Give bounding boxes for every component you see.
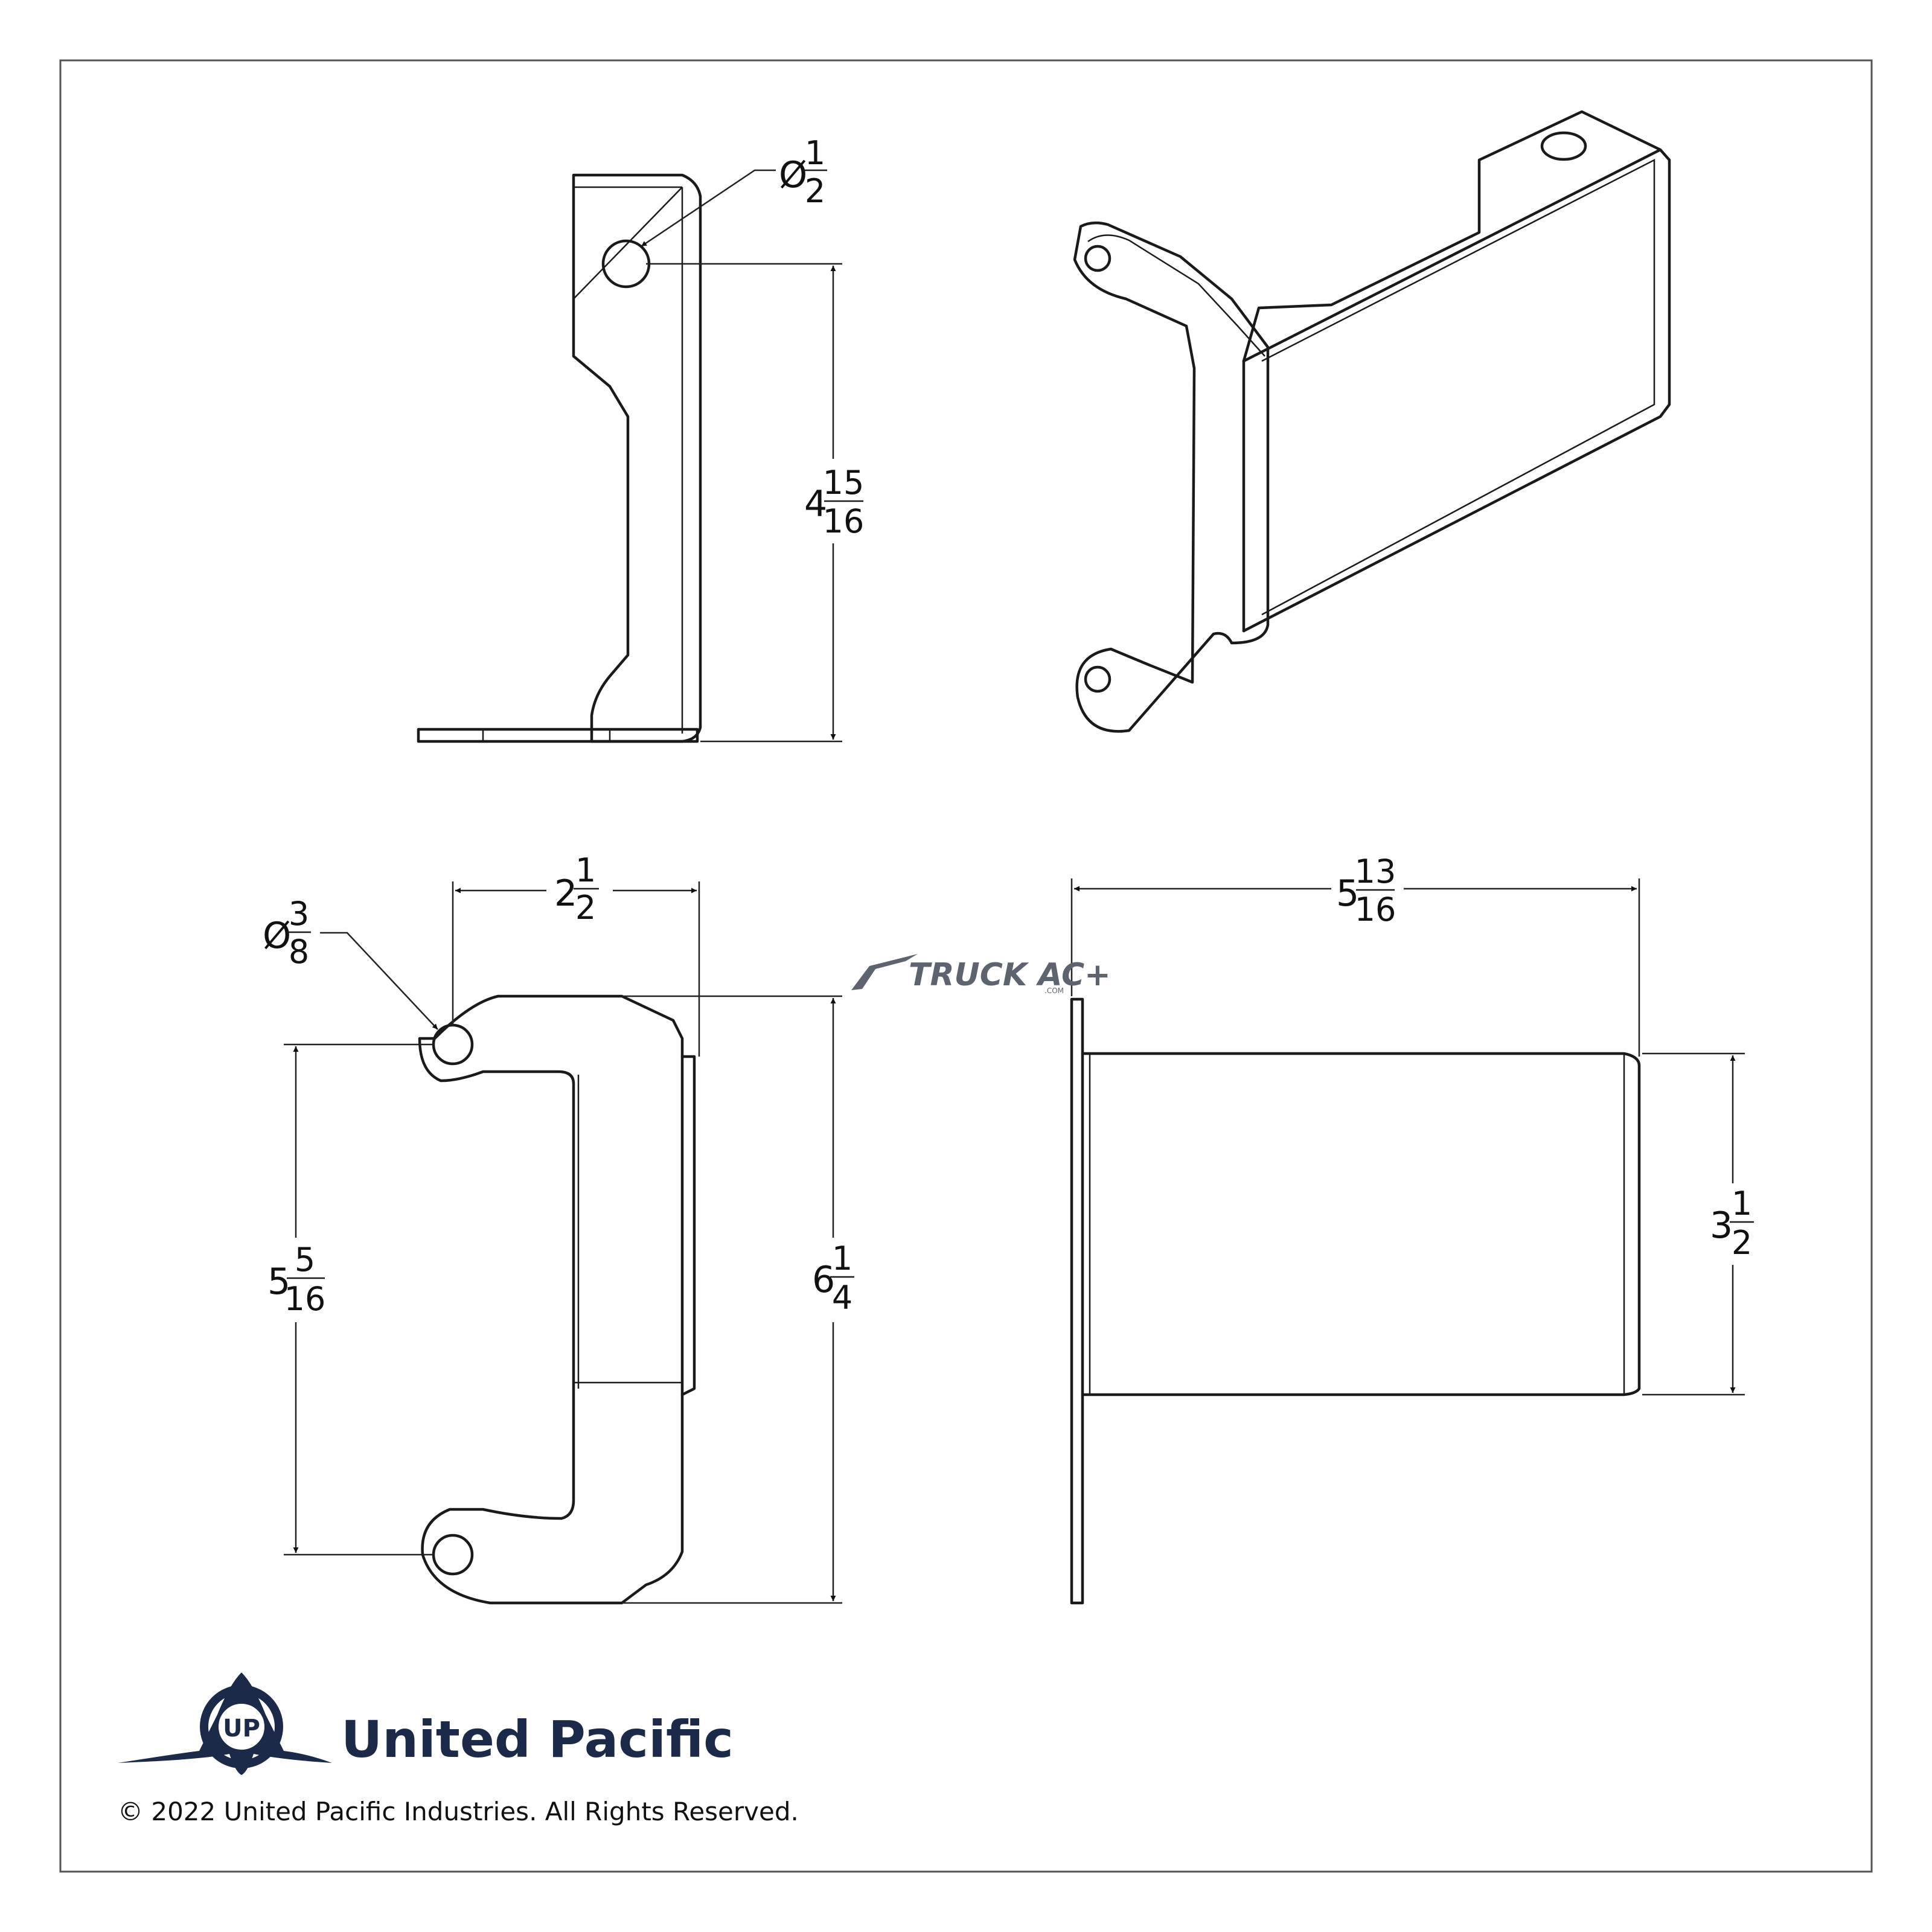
front-view bbox=[260, 857, 863, 1605]
svg-text:16: 16 bbox=[284, 1280, 326, 1318]
dim-front-hole-spacing: 5 5 16 bbox=[267, 1241, 325, 1318]
dim-front-height: 6 1 4 bbox=[812, 1239, 854, 1317]
side-view bbox=[417, 169, 866, 743]
dim-front-width: 2 1 2 bbox=[554, 851, 599, 927]
svg-text:16: 16 bbox=[1355, 891, 1396, 929]
top-view bbox=[1070, 854, 1763, 1605]
truckac-watermark: TRUCK AC+ .COM bbox=[851, 954, 1111, 995]
svg-text:8: 8 bbox=[289, 933, 309, 971]
truck-silhouette-icon bbox=[851, 954, 918, 990]
svg-text:5: 5 bbox=[1336, 872, 1359, 915]
svg-text:1: 1 bbox=[805, 134, 825, 172]
logo-ring-icon bbox=[200, 1685, 283, 1768]
svg-text:4: 4 bbox=[832, 1279, 852, 1317]
side-mount-hole bbox=[601, 239, 651, 289]
svg-text:3: 3 bbox=[289, 895, 309, 933]
svg-text:4: 4 bbox=[804, 483, 827, 525]
iso-top-hole bbox=[1540, 131, 1587, 161]
svg-text:16: 16 bbox=[823, 502, 865, 540]
dim-top-length: 5 13 16 bbox=[1336, 852, 1396, 929]
svg-text:TRUCK AC+: TRUCK AC+ bbox=[909, 957, 1111, 993]
iso-hole-bottom bbox=[1084, 665, 1112, 693]
front-hole-top bbox=[432, 1023, 474, 1066]
svg-text:1: 1 bbox=[1732, 1185, 1752, 1223]
isometric-view bbox=[1073, 110, 1671, 733]
dim-front-hole-dia: Ø 3 8 bbox=[263, 895, 311, 971]
svg-text:2: 2 bbox=[554, 872, 577, 915]
svg-text:Ø: Ø bbox=[263, 915, 291, 957]
svg-text:13: 13 bbox=[1355, 852, 1396, 891]
svg-text:1: 1 bbox=[832, 1239, 852, 1278]
dim-side-hole-dia: Ø 1 2 bbox=[779, 134, 827, 210]
iso-hole-top bbox=[1084, 245, 1112, 272]
svg-text:5: 5 bbox=[267, 1261, 290, 1303]
svg-text:Ø: Ø bbox=[779, 154, 807, 196]
svg-text:6: 6 bbox=[812, 1259, 835, 1301]
svg-text:15: 15 bbox=[823, 464, 865, 502]
svg-text:UP: UP bbox=[223, 1715, 260, 1742]
front-hole-bottom bbox=[432, 1534, 474, 1576]
svg-text:5: 5 bbox=[295, 1241, 315, 1279]
svg-text:2: 2 bbox=[1732, 1224, 1752, 1262]
brand-name: United Pacific bbox=[341, 1710, 734, 1769]
united-pacific-logo: UP bbox=[118, 1672, 332, 1775]
svg-text:.COM: .COM bbox=[1044, 987, 1064, 995]
svg-text:2: 2 bbox=[575, 889, 596, 927]
dim-side-height: 4 15 16 bbox=[804, 464, 864, 540]
dim-top-width: 3 1 2 bbox=[1710, 1185, 1754, 1262]
svg-text:2: 2 bbox=[805, 172, 825, 210]
svg-text:1: 1 bbox=[575, 851, 596, 889]
copyright-text: © 2022 United Pacific Industries. All Ri… bbox=[118, 1797, 799, 1826]
svg-text:3: 3 bbox=[1710, 1204, 1733, 1247]
drawing-border bbox=[59, 59, 1873, 1873]
